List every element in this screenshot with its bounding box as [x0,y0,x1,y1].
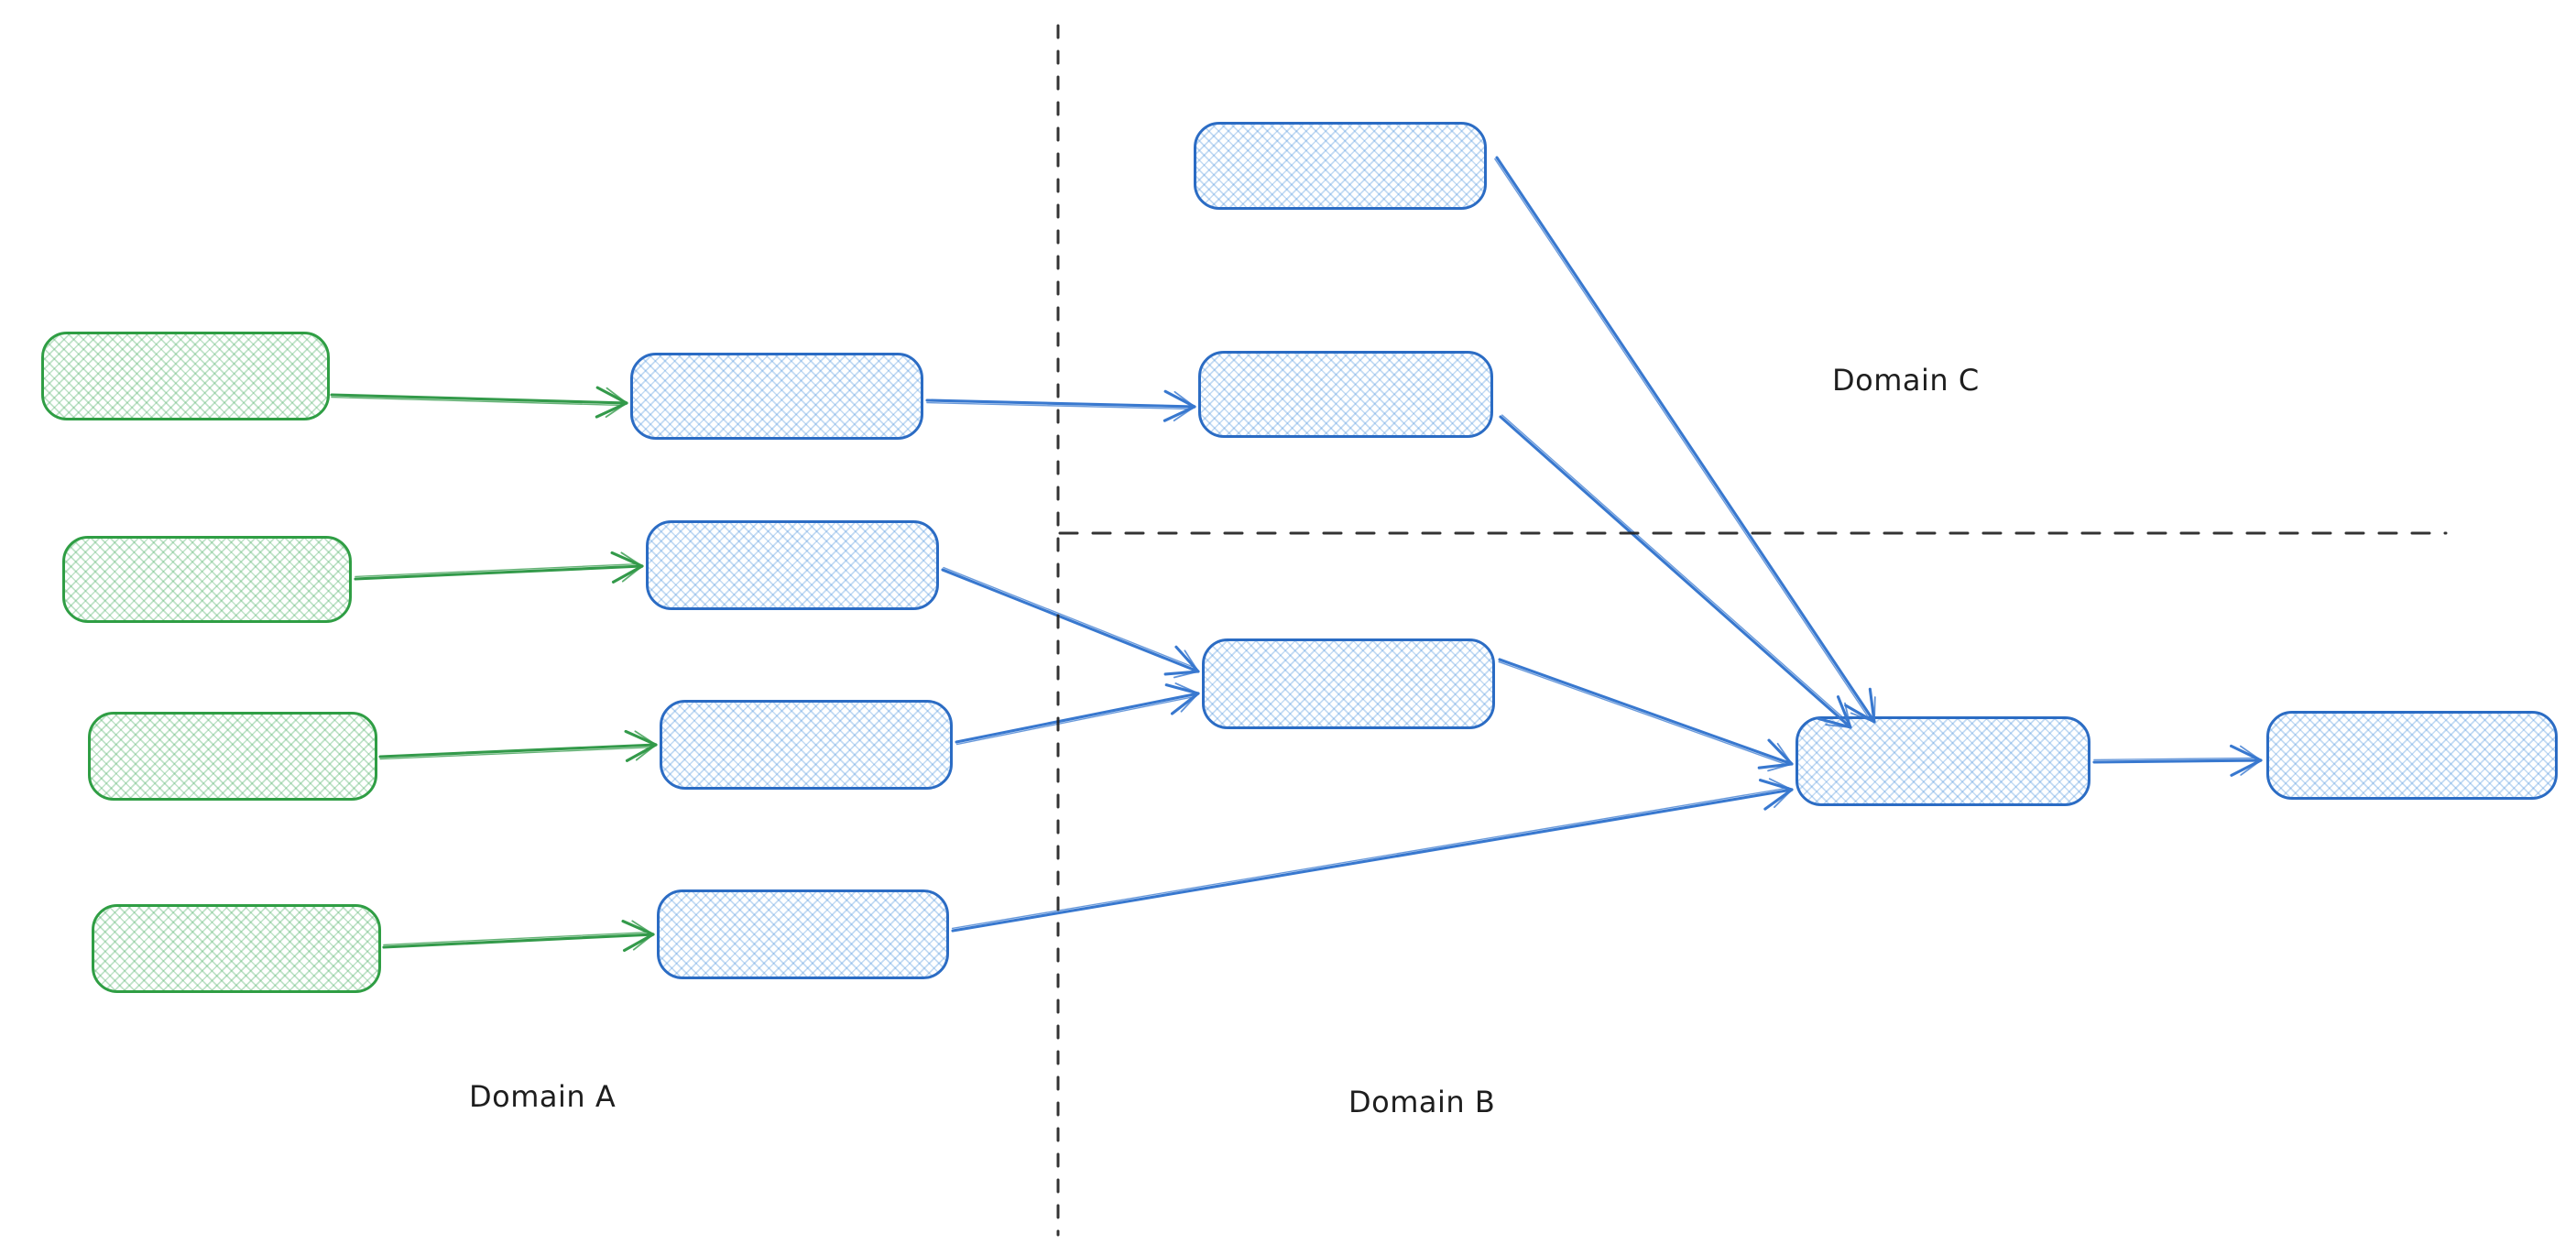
arrow-b2-c1[interactable] [1499,414,1852,729]
arrow-a4-c1[interactable] [951,778,1794,933]
blue-box-c2[interactable] [2266,711,2558,800]
domain-b-label[interactable]: Domain B [1348,1085,1496,1119]
green-box-4[interactable] [92,904,381,993]
arrow-g2-a2[interactable] [354,551,644,584]
domain-a-label[interactable]: Domain A [469,1079,617,1114]
blue-box-b2[interactable] [1198,351,1493,438]
arrow-b1-c1[interactable] [1494,156,1876,724]
green-box-1[interactable] [41,332,330,420]
arrow-g3-a3[interactable] [378,729,658,762]
green-box-2[interactable] [62,536,352,623]
blue-box-c1[interactable] [1796,716,2090,806]
blue-box-a3[interactable] [660,700,953,790]
green-box-3[interactable] [88,712,377,801]
arrow-a2-b3[interactable] [941,566,1200,679]
blue-box-a4[interactable] [657,889,949,979]
arrow-g1-a1[interactable] [330,386,628,419]
domain-c-label[interactable]: Domain C [1832,363,1980,398]
blue-box-b3[interactable] [1202,638,1495,729]
arrow-a3-b3[interactable] [955,682,1200,746]
blue-box-a1[interactable] [630,353,923,440]
arrow-c1-c2[interactable] [2092,744,2263,777]
blue-box-b1[interactable] [1194,122,1487,210]
arrow-b3-c1[interactable] [1498,658,1794,772]
arrow-g4-a4[interactable] [382,920,655,953]
blue-box-a2[interactable] [646,520,939,610]
arrow-a1-b2[interactable] [925,389,1196,422]
